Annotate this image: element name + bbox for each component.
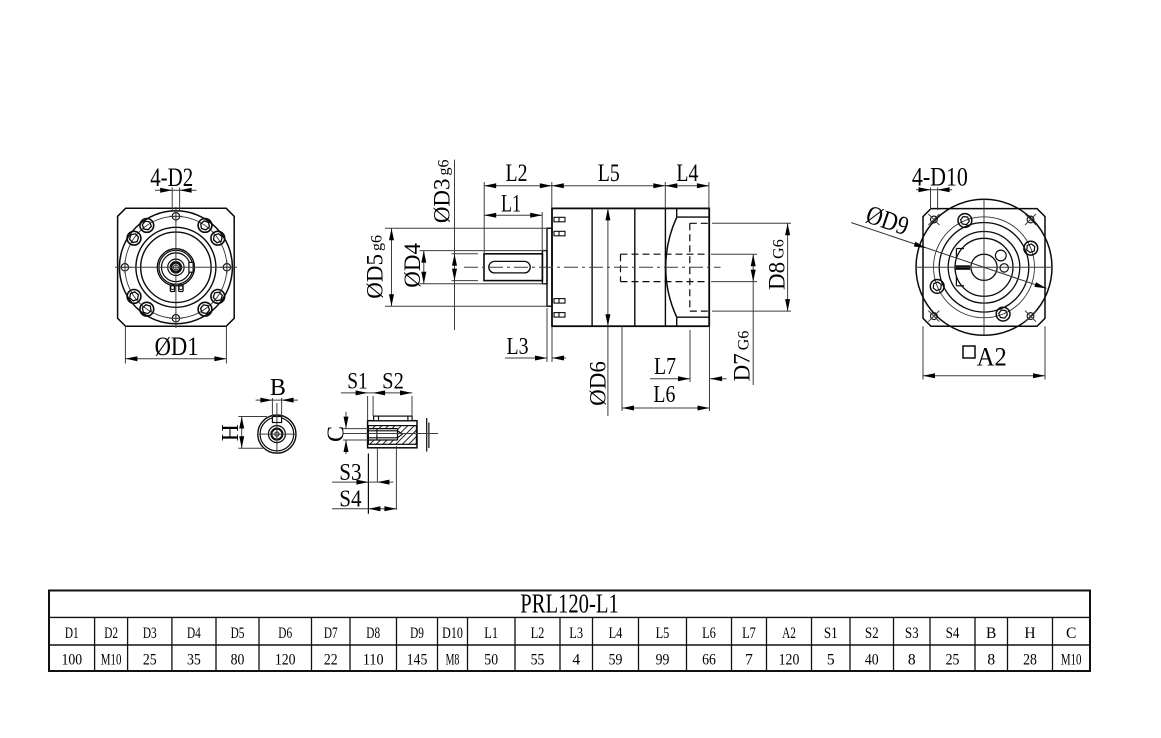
svg-text:D8: D8 bbox=[366, 625, 380, 642]
svg-text:H: H bbox=[218, 424, 244, 441]
svg-text:S4: S4 bbox=[339, 487, 361, 513]
svg-text:D5: D5 bbox=[231, 625, 245, 642]
svg-text:L5: L5 bbox=[598, 160, 620, 187]
svg-text:120: 120 bbox=[275, 652, 296, 669]
svg-text:25: 25 bbox=[946, 652, 960, 669]
svg-text:D7: D7 bbox=[324, 625, 338, 642]
svg-text:L1: L1 bbox=[484, 625, 498, 642]
svg-text:S4: S4 bbox=[946, 625, 960, 642]
svg-text:H: H bbox=[1024, 625, 1035, 642]
svg-text:80: 80 bbox=[231, 652, 245, 669]
svg-text:L4: L4 bbox=[676, 160, 698, 187]
svg-text:L2: L2 bbox=[506, 160, 528, 187]
svg-text:66: 66 bbox=[702, 652, 716, 669]
svg-text:4-D2: 4-D2 bbox=[150, 162, 193, 192]
svg-text:L4: L4 bbox=[609, 625, 623, 642]
svg-text:L3: L3 bbox=[569, 625, 583, 642]
svg-text:ØD6: ØD6 bbox=[586, 361, 611, 406]
svg-text:59: 59 bbox=[609, 652, 623, 669]
svg-text:S3: S3 bbox=[339, 460, 361, 486]
svg-text:L7: L7 bbox=[654, 354, 676, 380]
svg-text:D2: D2 bbox=[104, 625, 118, 642]
svg-text:C: C bbox=[1066, 625, 1076, 642]
svg-text:L6: L6 bbox=[653, 382, 675, 408]
svg-text:7: 7 bbox=[745, 652, 753, 669]
svg-text:50: 50 bbox=[484, 652, 498, 669]
svg-text:L6: L6 bbox=[702, 625, 716, 642]
svg-text:22: 22 bbox=[324, 652, 338, 669]
svg-text:55: 55 bbox=[531, 652, 545, 669]
svg-text:L2: L2 bbox=[531, 625, 545, 642]
svg-text:D10: D10 bbox=[442, 625, 463, 642]
svg-text:L1: L1 bbox=[501, 191, 521, 218]
svg-text:S1: S1 bbox=[347, 368, 368, 393]
svg-text:S2: S2 bbox=[865, 625, 879, 642]
svg-text:145: 145 bbox=[407, 652, 428, 669]
svg-text:C: C bbox=[324, 426, 350, 442]
svg-text:D4: D4 bbox=[187, 625, 201, 642]
svg-text:L3: L3 bbox=[507, 334, 529, 360]
svg-text:25: 25 bbox=[143, 652, 157, 669]
svg-text:4: 4 bbox=[572, 652, 580, 669]
svg-text:40: 40 bbox=[865, 652, 879, 669]
svg-text:120: 120 bbox=[779, 652, 800, 669]
svg-text:110: 110 bbox=[363, 652, 384, 669]
svg-text:A2: A2 bbox=[977, 341, 1007, 371]
svg-text:PRL120-L1: PRL120-L1 bbox=[520, 589, 619, 619]
svg-text:D9: D9 bbox=[410, 625, 424, 642]
svg-text:35: 35 bbox=[187, 652, 201, 669]
svg-text:S1: S1 bbox=[824, 625, 838, 642]
svg-text:M10: M10 bbox=[101, 652, 122, 669]
svg-text:B: B bbox=[270, 375, 286, 401]
svg-text:8: 8 bbox=[987, 652, 995, 669]
svg-text:8: 8 bbox=[908, 652, 916, 669]
svg-text:L7: L7 bbox=[742, 625, 756, 642]
svg-text:A2: A2 bbox=[782, 625, 796, 642]
svg-text:M10: M10 bbox=[1061, 652, 1082, 669]
svg-text:D6: D6 bbox=[278, 625, 292, 642]
svg-text:ØD4: ØD4 bbox=[400, 243, 425, 288]
svg-text:100: 100 bbox=[61, 652, 82, 669]
svg-text:S3: S3 bbox=[905, 625, 919, 642]
svg-text:L5: L5 bbox=[656, 625, 670, 642]
svg-text:D1: D1 bbox=[65, 625, 79, 642]
svg-text:D3: D3 bbox=[143, 625, 157, 642]
svg-text:4-D10: 4-D10 bbox=[912, 162, 968, 192]
svg-text:5: 5 bbox=[827, 652, 835, 669]
svg-text:M8: M8 bbox=[446, 652, 460, 669]
svg-text:ØD1: ØD1 bbox=[155, 331, 199, 361]
svg-text:99: 99 bbox=[656, 652, 670, 669]
svg-text:S2: S2 bbox=[382, 368, 404, 393]
svg-text:B: B bbox=[986, 625, 996, 642]
svg-text:28: 28 bbox=[1023, 652, 1037, 669]
